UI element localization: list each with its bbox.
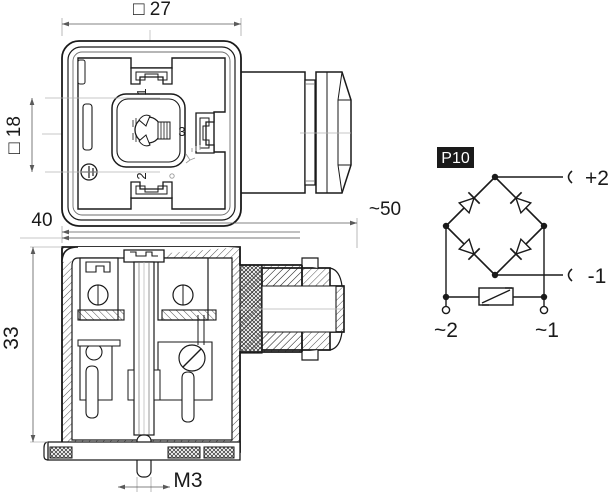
terminal-label-minus-1: -1 — [588, 265, 607, 288]
clip-slot-right — [195, 112, 215, 154]
dimension-m3: M3 — [118, 469, 203, 492]
junction-nodes — [442, 173, 548, 301]
contact-label-2: 2 — [134, 172, 149, 179]
cable-gland — [237, 71, 352, 194]
contact-carrier-left — [77, 257, 125, 419]
ac-wiring — [445, 226, 545, 307]
rib-left-upper — [77, 59, 86, 85]
diode-bridge — [457, 191, 533, 261]
bottom-flange — [43, 441, 241, 461]
dimension-m3-label: M3 — [173, 469, 202, 492]
dimension-40-label: 40 — [31, 210, 52, 231]
circuit-diagram: P10 — [434, 147, 608, 342]
front-view: 1 2 3 □ 27 □ 18 — [4, 0, 352, 227]
dimension-40: 40 — [20, 210, 300, 243]
cable-gland-section — [239, 257, 345, 361]
terminal-screw-right — [178, 344, 206, 372]
dimension-33: 33 — [0, 246, 62, 443]
dimension-50: ~50 — [180, 199, 401, 248]
terminal-label-ac-2: ~2 — [434, 319, 458, 342]
contact-label-3: 3 — [178, 124, 185, 139]
keying-marks — [169, 145, 201, 179]
varistor — [478, 287, 514, 306]
center-screw — [132, 114, 171, 147]
dimension-27: □ 27 — [61, 0, 242, 36]
rib-left-center — [82, 103, 93, 151]
circuit-badge-label: P10 — [441, 150, 470, 167]
screw-boss-inner — [116, 98, 181, 163]
contact-carrier-right — [157, 257, 217, 423]
terminal-label-plus-2: +2 — [585, 167, 608, 190]
dimension-27-label: □ 27 — [133, 0, 171, 20]
housing-outline-inner — [67, 46, 236, 221]
clip-slot-top — [130, 67, 173, 85]
dimension-50-label: ~50 — [369, 199, 401, 220]
central-screw-section — [123, 249, 165, 478]
section-view: 40 ~50 — [0, 199, 401, 492]
ac-terminal-points — [441, 305, 549, 315]
terminal-label-ac-1: ~1 — [535, 319, 559, 342]
dimension-18: □ 18 — [4, 97, 160, 173]
output-leads — [495, 170, 573, 282]
housing-seal-edge — [72, 51, 231, 216]
contact-label-1: 1 — [134, 88, 149, 95]
dimension-18-label: □ 18 — [4, 116, 25, 154]
circuit-badge-bg — [437, 147, 474, 168]
circuit-badge: P10 — [437, 147, 474, 168]
dimension-33-label: 33 — [0, 326, 23, 349]
clip-slot-bottom — [130, 181, 173, 199]
